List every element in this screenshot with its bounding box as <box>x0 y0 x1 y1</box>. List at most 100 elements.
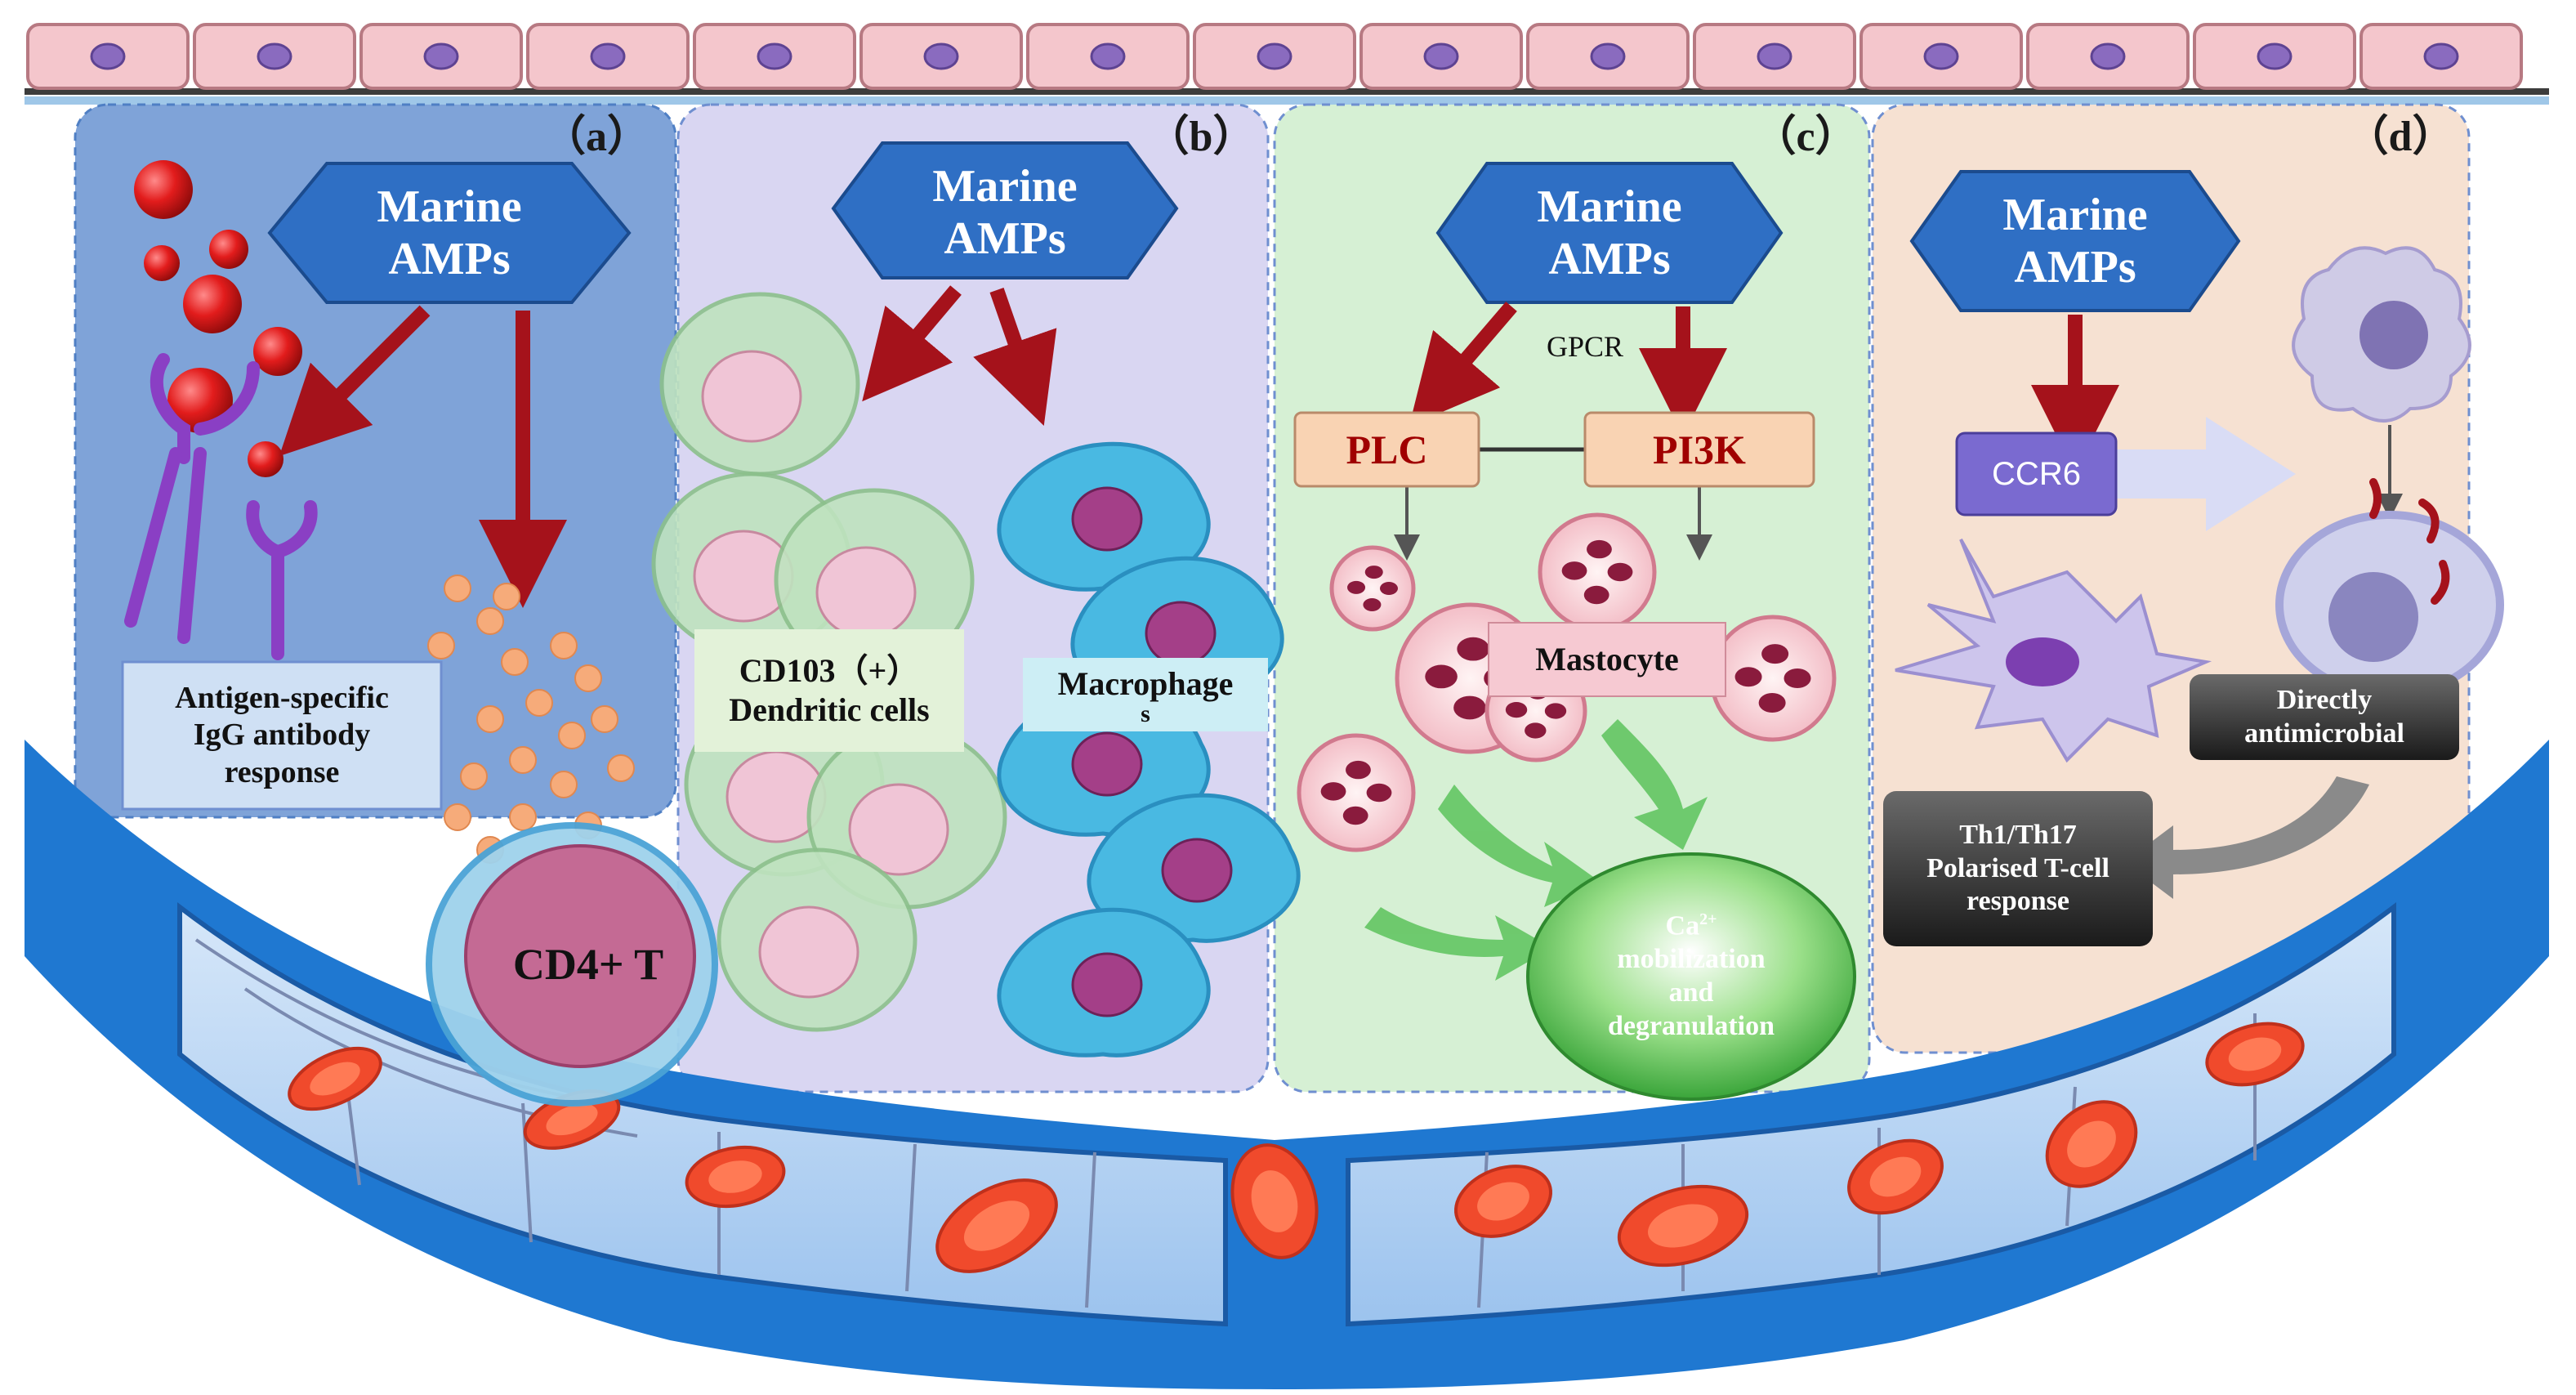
dendritic-label-box <box>694 629 964 752</box>
ccr6-box <box>1955 431 2118 516</box>
th-line3: response <box>1967 886 2069 917</box>
antibody-label-line2: IgG antibody <box>193 718 371 753</box>
red-blood-cell-center <box>1477 1182 1529 1221</box>
th-response-box <box>1883 791 2153 946</box>
marine-amps-hexagon-a <box>267 162 632 304</box>
cytokine-particle <box>476 607 504 635</box>
mast-cell-granule <box>1587 539 1612 559</box>
macrophage-nucleus <box>1071 952 1143 1017</box>
antibody-response-label: Antigen-specific IgG antibody response <box>123 666 441 805</box>
hexagon-c-line2: AMPs <box>1548 234 1671 284</box>
dendritic-label-line2: Dendritic cells <box>729 691 930 728</box>
hexagon-label-c: Marine AMPs <box>1487 172 1732 294</box>
mast-cell-granule <box>1561 561 1587 580</box>
epithelial-nucleus <box>2257 42 2293 70</box>
hexagon-b-line2: AMPs <box>944 213 1066 264</box>
panel-letter-c: （c） <box>1753 113 1858 160</box>
mast-cell-granule <box>1364 566 1383 579</box>
red-blood-cells <box>288 1022 2305 1273</box>
bacteria-icon <box>2369 478 2450 605</box>
epithelial-nucleus <box>590 42 626 70</box>
mast-cell-granule <box>1457 637 1489 661</box>
antibody-icon <box>124 353 318 660</box>
epithelial-nucleus <box>923 42 959 70</box>
directly-antimicrobial-label: Directly antimicrobial <box>2190 674 2459 760</box>
cytokine-particle <box>525 689 553 717</box>
cytokine-particle <box>509 803 537 831</box>
macrophage-label-line1: Macrophage <box>1057 664 1234 702</box>
cytokine-particle <box>550 771 578 798</box>
mast-cell-granule <box>1505 701 1528 718</box>
th-line2: Polarised T-cell <box>1926 852 2109 883</box>
green-arrows <box>1364 719 1708 981</box>
mast-cell-granule <box>1583 585 1609 605</box>
mast-cell-granule <box>1347 580 1366 594</box>
hexagon-label-d: Marine AMPs <box>1961 180 2190 302</box>
mast-cell-granule <box>1758 692 1786 713</box>
plc-box <box>1293 411 1480 488</box>
panel-c <box>1293 162 1856 1101</box>
pi3k-label: PI3K <box>1653 427 1746 472</box>
red-blood-cell-center <box>2228 1037 2282 1071</box>
cytokine-particle <box>550 632 578 659</box>
curved-grey-arrow <box>2124 776 2369 899</box>
mast-cell-granule <box>1425 664 1458 689</box>
epithelial-nucleus <box>1590 42 1626 70</box>
th-response-label: Th1/Th17 Polarised T-cell response <box>1883 791 2153 946</box>
panel-a <box>121 160 718 1107</box>
red-blood-cell-center <box>1869 1156 1922 1197</box>
dendritic-nucleus <box>701 350 802 443</box>
red-blood-cell-center <box>310 1062 360 1096</box>
cytokine-particle <box>427 632 455 659</box>
plc-label: PLC <box>1346 427 1428 472</box>
mast-cell-granule <box>1607 562 1633 582</box>
panel-d <box>1883 170 2504 946</box>
epithelial-nucleus <box>2090 42 2126 70</box>
cytokine-particle <box>607 754 635 782</box>
gpcr-label: GPCR <box>1546 330 1624 364</box>
neutrophil-icon <box>2292 246 2471 423</box>
phagocyte-icon <box>2275 511 2504 699</box>
mast-cell <box>1538 512 1657 632</box>
epithelial-cells <box>26 23 2523 90</box>
epithelial-nucleus <box>1423 42 1459 70</box>
hexagon-label-b: Marine AMPs <box>882 151 1127 274</box>
epithelial-nucleus <box>1090 42 1126 70</box>
cytokine-particle <box>493 583 520 610</box>
marine-amps-hexagon-d <box>1909 170 2241 312</box>
cytokine-particle <box>591 705 618 733</box>
macrophage-nucleus <box>1071 486 1143 552</box>
macrophage-nucleus <box>1071 731 1143 797</box>
dendritic-nucleus <box>758 905 859 999</box>
dendritic-cells-label: CD103（+） Dendritic cells <box>694 633 964 748</box>
mast-cell-granule <box>1544 703 1567 719</box>
mast-cell <box>1329 545 1416 632</box>
hexagon-d-line1: Marine <box>2002 189 2148 240</box>
mastocyte-label-box <box>1488 622 1726 697</box>
hexagon-b-line1: Marine <box>932 160 1078 212</box>
mastocyte-label: Mastocyte <box>1535 641 1679 677</box>
hexagon-label-a: Marine AMPs <box>327 172 572 294</box>
macrophages-label: Macrophage s <box>1023 658 1268 736</box>
calcium-line3: degranulation <box>1607 1010 1775 1041</box>
hexagon-a-line2: AMPs <box>388 234 511 284</box>
arrow-b-right <box>973 288 1057 427</box>
cytokine-particle <box>501 648 529 676</box>
mast-cell <box>1297 733 1416 852</box>
arrow-c-left <box>1409 302 1517 426</box>
mast-cell-granule <box>1525 722 1547 739</box>
cytokine-particle <box>444 575 471 602</box>
antimicrobial-box <box>2190 674 2459 760</box>
th-line1: Th1/Th17 <box>1959 819 2077 850</box>
calcium-line1: mobilization <box>1617 944 1766 975</box>
macrophage-nucleus <box>1161 838 1233 903</box>
epithelial-nucleus <box>90 42 126 70</box>
calcium-ion-line: Ca2+ <box>1666 910 1717 943</box>
mast-cell-granule <box>1363 597 1382 611</box>
cytokine-particle <box>509 746 537 774</box>
dendritic-nucleus <box>815 546 917 639</box>
epithelial-nucleus <box>1757 42 1792 70</box>
red-blood-cell-center <box>1251 1170 1298 1232</box>
epithelial-nucleus <box>2423 42 2459 70</box>
big-light-arrow <box>2108 417 2296 531</box>
